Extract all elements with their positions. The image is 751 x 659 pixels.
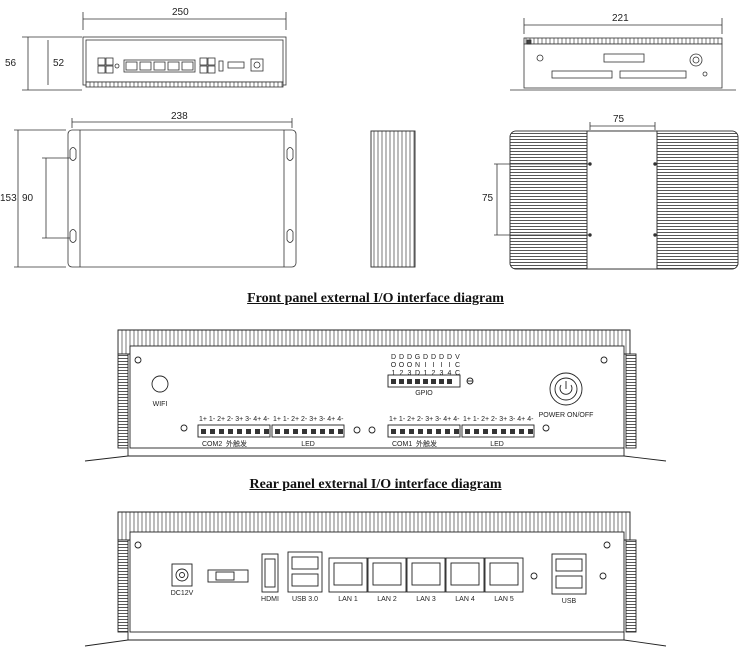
- hdmi-label: HDMI: [261, 596, 279, 603]
- front-outer-height-dimension: 56: [5, 58, 17, 69]
- led-left-label: LED: [301, 441, 315, 448]
- side-view-drawing: [510, 18, 736, 91]
- gpio-pin-label: D I 3: [438, 354, 445, 377]
- front-panel-title: Front panel external I/O interface diagr…: [247, 291, 504, 306]
- lan-3-label: LAN 3: [416, 596, 436, 603]
- top-view-drawing: [14, 118, 297, 268]
- com2-sub-label: 外触发: [226, 441, 247, 448]
- top-inner-height-dimension: 90: [22, 193, 34, 204]
- bottom-width-dimension: 75: [613, 114, 625, 125]
- rear-panel-title: Rear panel external I/O interface diagra…: [249, 477, 502, 492]
- front-panel-drawing: [84, 329, 667, 462]
- led-right-pin-labels: 1+ 1- 2+ 2- 3+ 3- 4+ 4-: [463, 416, 534, 423]
- front-view-drawing: [22, 12, 287, 91]
- lan-5-label: LAN 5: [494, 596, 514, 603]
- gpio-pin-label: D O 2: [398, 354, 405, 377]
- gpio-label: GPIO: [415, 390, 433, 397]
- wifi-label: WIFI: [152, 401, 168, 408]
- com2-pin-labels: 1+ 1- 2+ 2- 3+ 3- 4+ 4-: [199, 416, 270, 423]
- top-outer-height-dimension: 153: [0, 193, 17, 204]
- gpio-pin-label: D O 3: [406, 354, 413, 377]
- gpio-pin-label: D I 4: [446, 354, 453, 377]
- com1-sub-label: 外触发: [416, 441, 437, 448]
- gpio-pin-label: V C C: [454, 354, 461, 377]
- lan-1-label: LAN 1: [338, 596, 358, 603]
- dc-power-label: DC12V: [170, 590, 194, 597]
- gpio-pin-label: D O 1: [390, 354, 397, 377]
- led-left-pin-labels: 1+ 1- 2+ 2- 3+ 3- 4+ 4-: [273, 416, 344, 423]
- led-right-label: LED: [490, 441, 504, 448]
- front-width-dimension: 250: [172, 7, 189, 18]
- com2-label: COM2: [202, 441, 223, 448]
- gpio-pin-label: D I 2: [430, 354, 437, 377]
- side-profile-drawing: [370, 130, 416, 268]
- front-inner-height-dimension: 52: [53, 58, 65, 69]
- com1-label: COM1: [392, 441, 413, 448]
- bottom-view-drawing: [494, 122, 739, 270]
- rear-panel-drawing: [84, 511, 667, 647]
- lan-4-label: LAN 4: [455, 596, 475, 603]
- usb3-label: USB 3.0: [291, 596, 319, 603]
- gpio-pin-label: D I 1: [422, 354, 429, 377]
- usb-label: USB: [561, 598, 577, 605]
- power-button-label: POWER ON/OFF: [538, 412, 594, 419]
- side-width-dimension: 221: [612, 13, 629, 24]
- lan-2-label: LAN 2: [377, 596, 397, 603]
- bottom-height-dimension: 75: [482, 193, 494, 204]
- top-length-dimension: 238: [171, 111, 188, 122]
- com1-pin-labels: 1+ 1- 2+ 2- 3+ 3- 4+ 4-: [389, 416, 460, 423]
- front-terminal-slots: [201, 379, 533, 434]
- gpio-pin-label: G N D: [414, 354, 421, 377]
